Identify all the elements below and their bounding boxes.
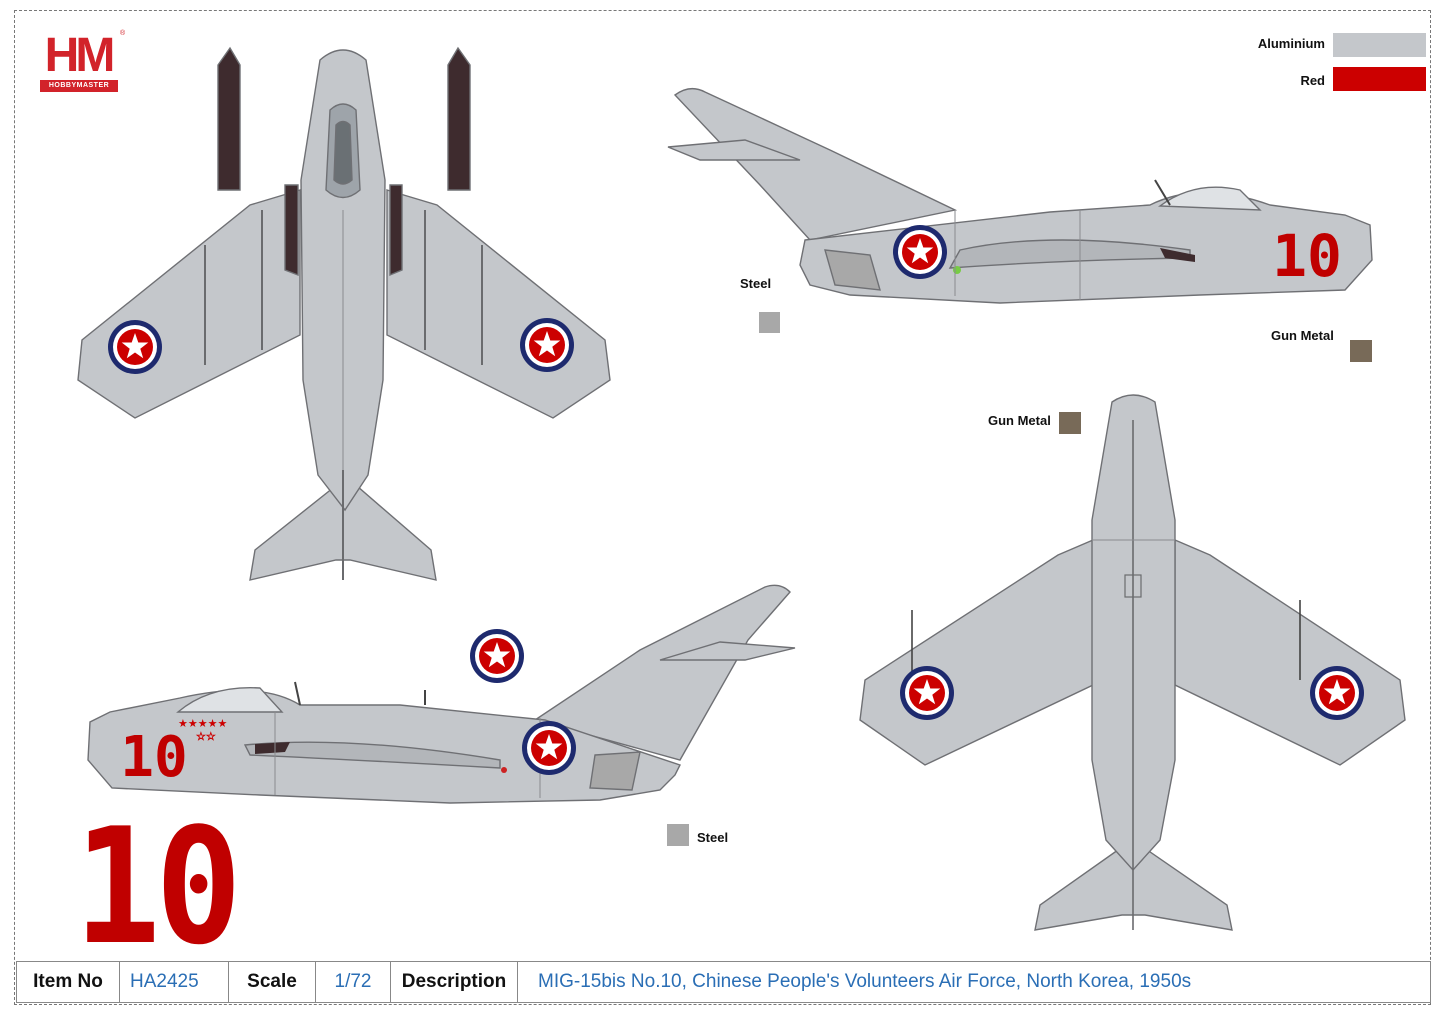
bottom-view bbox=[859, 394, 1406, 931]
vertical-fin-left bbox=[533, 584, 791, 761]
canopy-side-right bbox=[1157, 186, 1262, 211]
left-wing bbox=[77, 189, 301, 419]
legend-steel-bottom: Steel bbox=[697, 830, 729, 845]
svg-text:☆☆: ☆☆ bbox=[196, 730, 216, 743]
hobbymaster-logo: HM HOBBYMASTER ® bbox=[36, 29, 125, 94]
swatch-steel-top bbox=[759, 312, 780, 333]
item-info-table: Item No HA2425 Scale 1/72 Description MI… bbox=[16, 961, 1431, 1003]
flap-left-outer bbox=[217, 46, 241, 191]
kill-stars: ★★★★★ ☆☆ bbox=[178, 717, 227, 743]
side-view-right bbox=[667, 87, 1373, 304]
page-border bbox=[14, 10, 1431, 1005]
logo-registered-mark: ® bbox=[120, 30, 126, 37]
svg-text:★★★★★: ★★★★★ bbox=[178, 717, 227, 730]
top-view bbox=[77, 46, 611, 581]
description-label: Description bbox=[390, 961, 518, 1003]
flap-left-inner bbox=[284, 184, 299, 277]
flap-right-inner bbox=[389, 184, 403, 277]
scale-value: 1/72 bbox=[315, 961, 391, 1003]
swatch-red bbox=[1333, 67, 1426, 91]
tailplane-left bbox=[659, 641, 796, 661]
legend-red: Red bbox=[1300, 73, 1325, 88]
side-number-right: 10 bbox=[1272, 222, 1342, 290]
legend-gun-metal-top: Gun Metal bbox=[1271, 328, 1334, 343]
canopy-side-left bbox=[176, 687, 284, 713]
logo-text: HM bbox=[44, 29, 116, 82]
tailplane-right bbox=[667, 139, 801, 161]
side-view-left bbox=[87, 584, 796, 804]
legend-gun-metal-bottom: Gun Metal bbox=[988, 413, 1051, 428]
cockpit-top bbox=[333, 120, 353, 185]
swatch-gun-metal-bottom bbox=[1059, 412, 1081, 434]
bottom-left-wing bbox=[859, 538, 1094, 766]
swatch-steel-bottom bbox=[667, 824, 689, 846]
roundel-reference bbox=[470, 629, 524, 683]
airbrake-right bbox=[824, 249, 881, 291]
logo-subtext: HOBBYMASTER bbox=[40, 80, 118, 92]
right-wing bbox=[386, 189, 611, 419]
swatch-gun-metal-top bbox=[1350, 340, 1372, 362]
side-number-left: 10 bbox=[120, 725, 187, 790]
legend-steel-top: Steel bbox=[740, 276, 772, 291]
item-no-value: HA2425 bbox=[119, 961, 229, 1003]
flap-right-outer bbox=[447, 46, 471, 191]
large-number-stencil: 10 bbox=[74, 793, 242, 980]
airbrake-left bbox=[589, 751, 641, 791]
bottom-right-wing bbox=[1174, 538, 1406, 766]
description-value: MIG-15bis No.10, Chinese People's Volunt… bbox=[517, 961, 1431, 1003]
swatch-aluminium bbox=[1333, 33, 1426, 57]
scale-label: Scale bbox=[228, 961, 316, 1003]
legend-aluminium: Aluminium bbox=[1257, 36, 1325, 51]
vertical-fin-right bbox=[673, 87, 958, 241]
item-no-label: Item No bbox=[16, 961, 120, 1003]
